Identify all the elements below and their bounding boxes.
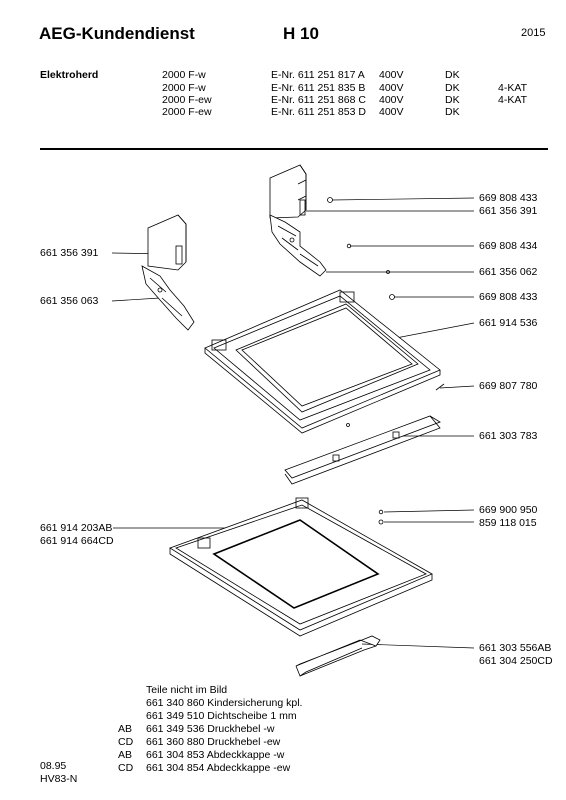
page-title: AEG-Kundendienst [39, 24, 195, 43]
list-item: 661 340 860 Kindersicherung kpl. [118, 697, 302, 710]
model-kat: 4-KAT [498, 94, 527, 106]
part-number-callout: 669 900 950 [479, 504, 538, 516]
part-number-callout: 661 303 783 [479, 430, 538, 442]
model-name: 2000 F-ew [162, 106, 212, 118]
variant-code: AB [118, 723, 133, 735]
hinge-cover-left [147, 214, 187, 271]
model-name: 2000 F-ew [162, 94, 212, 106]
hinge-bracket-right [269, 214, 327, 277]
header-divider [40, 148, 548, 150]
model-voltage: 400V [379, 94, 404, 106]
hinge-bracket-left [141, 265, 195, 331]
list-item: 661 349 510 Dichtscheibe 1 mm [118, 710, 302, 723]
part-number-callout: 669 808 433 [479, 291, 538, 303]
leader-lines [111, 197, 475, 649]
part-number-callout: 661 356 062 [479, 266, 538, 278]
clip [435, 383, 445, 391]
model-name: 2000 F-w [162, 69, 206, 81]
model-country: DK [445, 82, 460, 94]
variant-code: AB [118, 749, 133, 761]
part-number-callout: 669 808 434 [479, 240, 538, 252]
parts-not-shown-list: 661 340 860 Kindersicherung kpl. 661 349… [118, 697, 302, 775]
list-item: AB 661 304 853 Abdeckkappe -w [118, 749, 302, 762]
screws [314, 197, 395, 542]
footer-ref: HV83-N [40, 773, 78, 785]
model-enr: E-Nr. 611 251 835 B [271, 82, 366, 94]
hinge-cover-right [269, 164, 307, 219]
part-number-callout: 669 807 780 [479, 380, 538, 392]
part-text: 661 360 880 Druckhebel -ew [146, 736, 281, 748]
parts-not-shown-heading: Teile nicht im Bild [146, 684, 228, 696]
part-number-callout: 669 808 433 [479, 192, 538, 204]
footer-date: 08.95 [40, 760, 67, 772]
model-country: DK [445, 106, 460, 118]
list-item: CD 661 304 854 Abdeckkappe -ew [118, 762, 302, 775]
part-number-callout: 661 914 664CD [40, 535, 114, 547]
variant-code: CD [118, 762, 134, 774]
variant-code: CD [118, 736, 134, 748]
part-text: 661 349 510 Dichtscheibe 1 mm [146, 710, 297, 722]
part-number-callout: 859 118 015 [479, 517, 537, 529]
model-voltage: 400V [379, 82, 404, 94]
model-country: DK [445, 94, 460, 106]
door-handle [295, 635, 381, 677]
part-number-callout: 661 356 063 [40, 295, 99, 307]
list-item: AB 661 349 536 Druckhebel -w [118, 723, 302, 736]
part-number-callout: 661 303 556AB [479, 642, 552, 654]
model-voltage: 400V [379, 106, 404, 118]
model-name: 2000 F-w [162, 82, 206, 94]
part-number-callout: 661 356 391 [479, 205, 538, 217]
model-enr: E-Nr. 611 251 817 A [271, 69, 365, 81]
model-kat: 4-KAT [498, 82, 527, 94]
list-item: CD 661 360 880 Druckhebel -ew [118, 736, 302, 749]
model-code: H 10 [283, 24, 319, 43]
year: 2015 [521, 27, 546, 39]
product-label: Elektroherd [40, 69, 99, 81]
model-enr: E-Nr. 611 251 853 D [271, 106, 366, 118]
model-voltage: 400V [379, 69, 404, 81]
part-text: 661 340 860 Kindersicherung kpl. [146, 697, 303, 709]
part-text: 661 304 853 Abdeckkappe -w [146, 749, 285, 761]
part-number-callout: 661 914 203AB [40, 522, 113, 534]
part-text: 661 304 854 Abdeckkappe -ew [146, 762, 291, 774]
part-number-callout: 661 304 250CD [479, 655, 553, 667]
inner-door-panel [204, 289, 441, 434]
trim-strip [284, 415, 441, 485]
part-text: 661 349 536 Druckhebel -w [146, 723, 275, 735]
part-number-callout: 661 356 391 [40, 247, 99, 259]
part-number-callout: 661 914 536 [479, 317, 538, 329]
model-enr: E-Nr. 611 251 868 C [271, 94, 366, 106]
outer-door-glass [169, 497, 433, 637]
model-country: DK [445, 69, 460, 81]
